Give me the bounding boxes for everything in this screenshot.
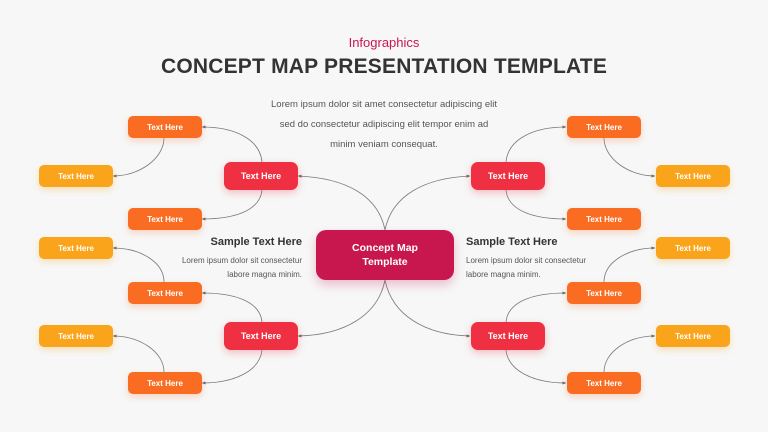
intro-text: Lorem ipsum dolor sit amet consectetur a… xyxy=(244,95,524,155)
intro-line: Lorem ipsum dolor sit amet consectetur a… xyxy=(271,99,497,110)
connector-center-hub-br xyxy=(384,279,471,338)
leaf-node-top-left: Text Here xyxy=(39,165,113,187)
connector-center-hub-tl xyxy=(297,174,386,231)
leaf-node-top-right: Text Here xyxy=(656,165,730,187)
leaf-node-top-left: Text Here xyxy=(128,208,202,230)
connector-bl-2 xyxy=(201,349,263,385)
leaf-node-bottom-left: Text Here xyxy=(39,237,113,259)
hub-node-top-right: Text Here xyxy=(471,162,545,190)
leaf-node-bottom-right: Text Here xyxy=(656,237,730,259)
leaf-node-top-right: Text Here xyxy=(567,116,641,138)
central-concept-node: Concept Map Template xyxy=(316,230,454,280)
right-note-heading: Sample Text Here xyxy=(466,236,558,248)
connector-tl-2 xyxy=(201,189,263,221)
left-note-line: Lorem ipsum dolor sit consectetur xyxy=(181,256,302,265)
central-concept-line: Concept Map xyxy=(352,242,418,254)
connector-center-hub-tr xyxy=(384,174,471,231)
page-title: CONCEPT MAP PRESENTATION TEMPLATE xyxy=(160,55,608,78)
connector-tl-1 xyxy=(201,125,263,163)
hub-node-top-left: Text Here xyxy=(224,162,298,190)
leaf-node-top-left: Text Here xyxy=(128,116,202,138)
leaf-node-bottom-right: Text Here xyxy=(567,372,641,394)
connector-bl-4 xyxy=(112,334,165,373)
left-note-body: Lorem ipsum dolor sit consectetur labore… xyxy=(152,254,302,282)
intro-line: minim veniam consequat. xyxy=(330,139,438,150)
central-concept-line: Template xyxy=(362,256,408,268)
connector-bl-1 xyxy=(201,291,263,323)
leaf-node-bottom-left: Text Here xyxy=(128,282,202,304)
left-note-heading: Sample Text Here xyxy=(210,236,302,248)
right-note-body: Lorem ipsum dolor sit consectetur labore… xyxy=(466,254,616,282)
right-note-line: Lorem ipsum dolor sit consectetur xyxy=(466,256,587,265)
connector-tr-2 xyxy=(505,189,567,221)
right-note-line: labore magna minim. xyxy=(466,270,541,279)
connector-br-1 xyxy=(505,291,567,323)
hub-node-bottom-right: Text Here xyxy=(471,322,545,350)
connector-br-3 xyxy=(603,246,656,283)
connector-tr-1 xyxy=(505,125,567,163)
connector-center-hub-bl xyxy=(297,279,386,338)
connector-br-4 xyxy=(603,334,656,373)
eyebrow-label: Infographics xyxy=(348,35,420,50)
hub-node-bottom-left: Text Here xyxy=(224,322,298,350)
leaf-node-bottom-left: Text Here xyxy=(128,372,202,394)
left-note-line: labore magna minim. xyxy=(227,270,302,279)
leaf-node-bottom-left: Text Here xyxy=(39,325,113,347)
leaf-node-top-right: Text Here xyxy=(567,208,641,230)
connector-tl-3 xyxy=(112,137,165,178)
intro-line: sed do consectetur adipiscing elit tempo… xyxy=(279,119,489,130)
leaf-node-bottom-right: Text Here xyxy=(656,325,730,347)
connector-br-2 xyxy=(505,349,567,385)
connector-bl-3 xyxy=(112,246,165,283)
connector-tr-3 xyxy=(603,137,656,178)
leaf-node-bottom-right: Text Here xyxy=(567,282,641,304)
